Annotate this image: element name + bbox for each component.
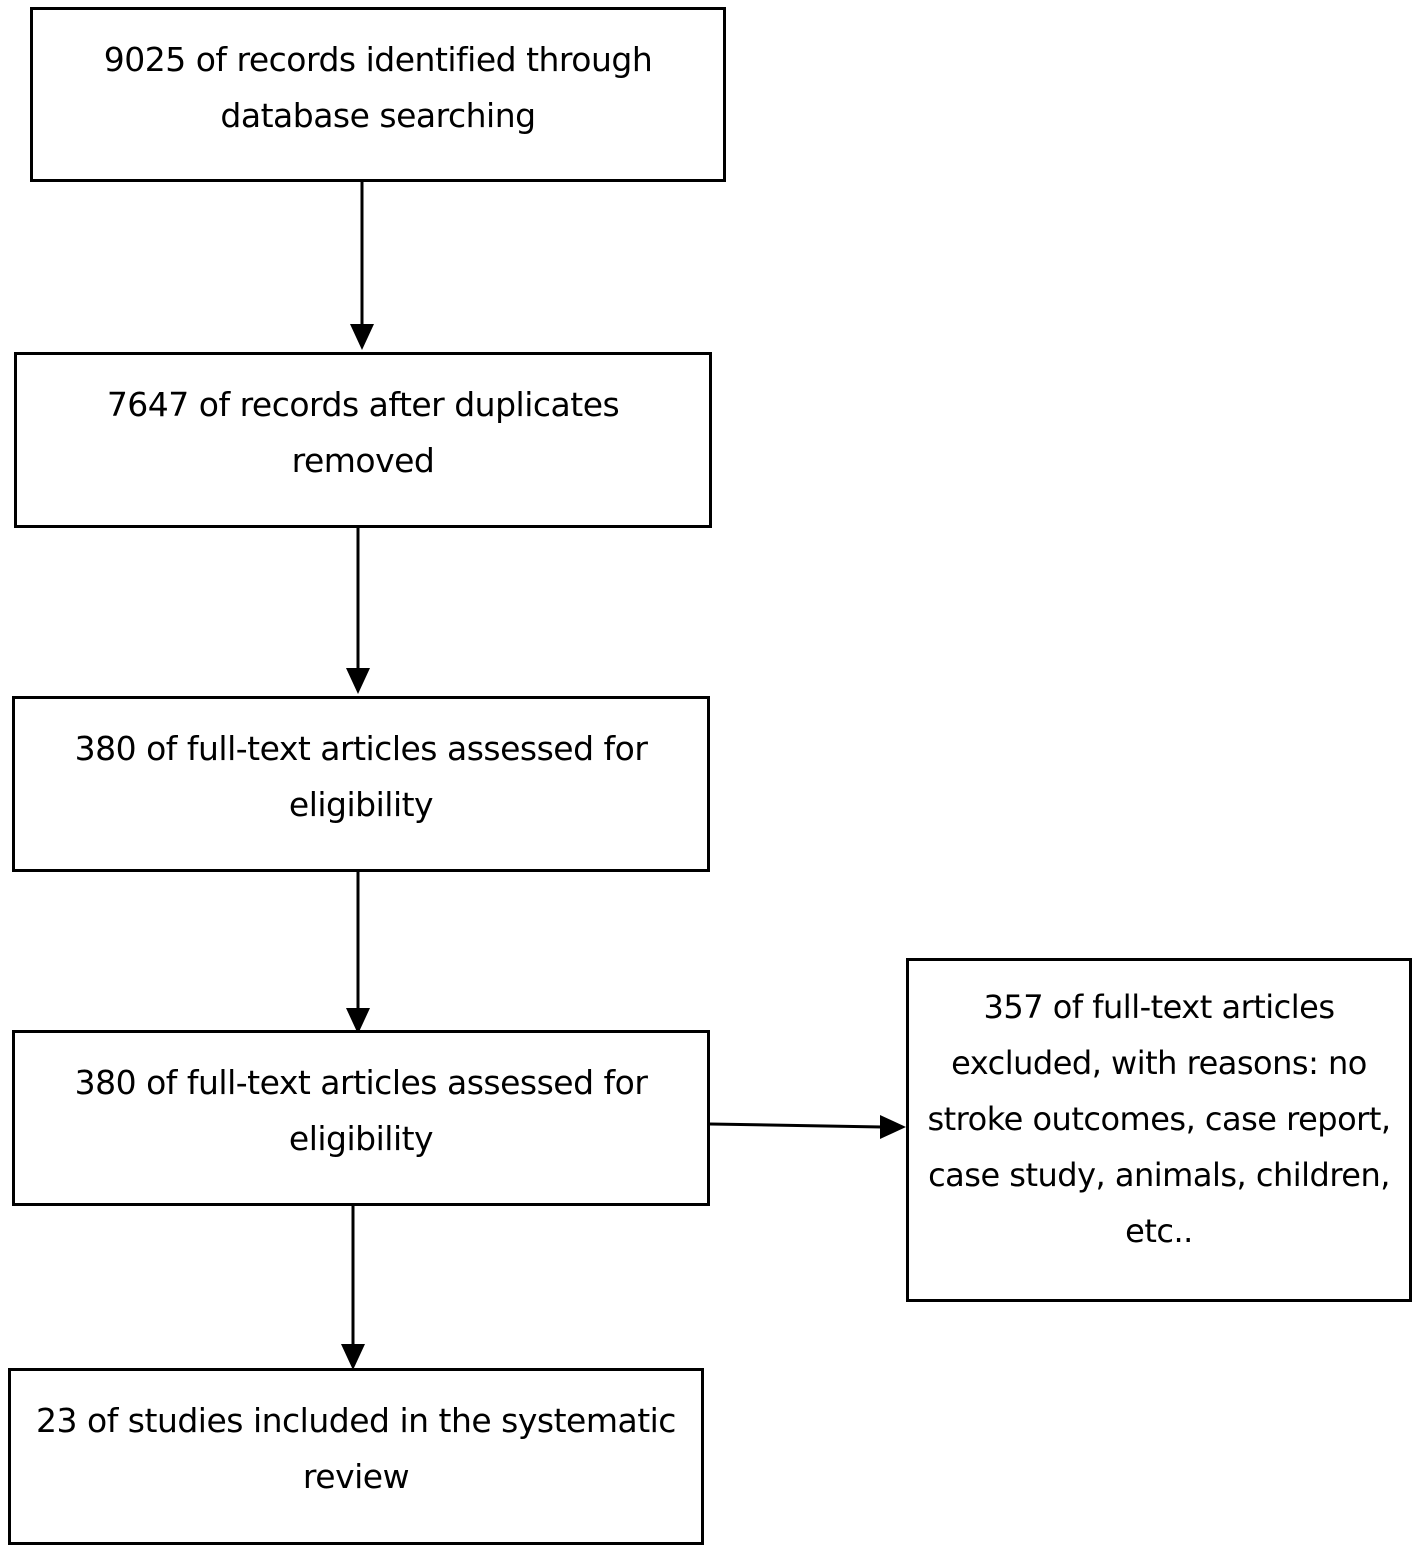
records-identified-text: 9025 of records identified through datab… — [103, 40, 653, 135]
arrow-assessed-1-to-assessed-2 — [346, 872, 370, 1034]
assessed-eligibility-text-1: 380 of full-text articles assessed for e… — [74, 729, 648, 824]
included-studies-text: 23 of studies included in the systematic… — [36, 1401, 676, 1496]
assessed-eligibility-text-2: 380 of full-text articles assessed for e… — [74, 1063, 648, 1158]
included-studies-box: 23 of studies included in the systematic… — [8, 1368, 704, 1545]
assessed-eligibility-box-1: 380 of full-text articles assessed for e… — [12, 696, 710, 872]
excluded-articles-box: 357 of full-text articles excluded, with… — [906, 958, 1412, 1302]
excluded-articles-text: 357 of full-text articles excluded, with… — [927, 988, 1391, 1250]
after-duplicates-box: 7647 of records after duplicates removed — [14, 352, 712, 528]
records-identified-box: 9025 of records identified through datab… — [30, 7, 726, 182]
arrow-assessed-2-to-included — [341, 1206, 365, 1370]
after-duplicates-text: 7647 of records after duplicates removed — [106, 385, 620, 480]
assessed-eligibility-box-2: 380 of full-text articles assessed for e… — [12, 1030, 710, 1206]
arrow-assessed-2-to-excluded — [709, 1115, 906, 1139]
arrow-identified-to-duplicates — [350, 182, 374, 350]
arrow-duplicates-to-assessed-1 — [346, 528, 370, 694]
